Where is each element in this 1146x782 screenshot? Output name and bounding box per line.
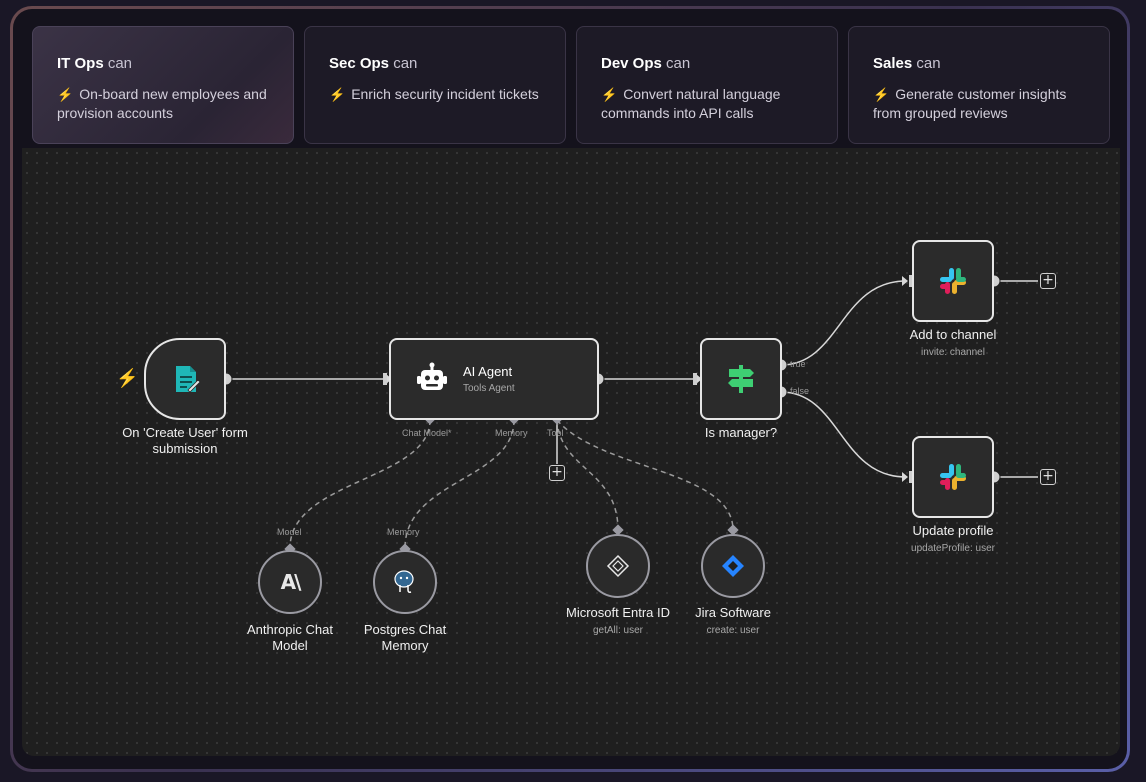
entra-node[interactable] [586, 534, 650, 598]
trigger-node[interactable] [144, 338, 226, 420]
tab-team: Sec Ops [329, 55, 390, 72]
robot-icon [417, 362, 447, 390]
port-label-chat-model: Chat Model* [402, 428, 452, 438]
bolt-icon: ⚡ [329, 87, 346, 102]
false-label: false [790, 386, 810, 396]
add-to-channel-label: Add to channel [909, 327, 997, 342]
add-to-channel-sub: invite: channel [921, 347, 985, 358]
port-label-memory-sub: Memory [387, 527, 420, 537]
bolt-icon: ⚡ [57, 87, 74, 102]
agent-subtitle: Tools Agent [463, 383, 515, 394]
anthropic-label: Anthropic Chat Model [247, 622, 333, 653]
tab-can: can [916, 55, 941, 72]
postgres-node[interactable] [373, 550, 437, 614]
form-icon [176, 366, 201, 393]
anthropic-icon: A\ [280, 570, 302, 594]
tab-description: Convert natural language commands into A… [601, 86, 781, 121]
tab-can: can [666, 55, 691, 72]
tab-dev-ops[interactable]: Dev Ops can ⚡Convert natural language co… [576, 26, 838, 144]
update-profile-sub: updateProfile: user [911, 543, 995, 554]
entra-sub: getAll: user [592, 625, 644, 636]
is-manager-node[interactable] [700, 338, 782, 420]
jira-node[interactable] [701, 534, 765, 598]
jira-label: Jira Software [695, 605, 771, 620]
tab-team: IT Ops [57, 55, 104, 72]
agent-title: AI Agent [463, 364, 513, 379]
tab-can: can [107, 55, 133, 72]
entra-icon [606, 554, 630, 578]
tab-description: Generate customer insights from grouped … [873, 86, 1067, 121]
ai-agent-node[interactable]: AI Agent Tools Agent [389, 338, 599, 420]
tab-team: Sales [873, 55, 913, 72]
tab-sales[interactable]: Sales can ⚡Generate customer insights fr… [848, 26, 1110, 144]
trigger-label: On 'Create User' form submission [122, 425, 248, 456]
tab-team: Dev Ops [601, 55, 662, 72]
port-label-model: Model [277, 527, 302, 537]
jira-sub: create: user [706, 625, 760, 636]
port-label-memory: Memory [495, 428, 528, 438]
jira-icon [722, 555, 744, 577]
trigger-bolt-icon: ⚡ [116, 368, 139, 388]
is-manager-label: Is manager? [704, 425, 778, 440]
tab-sec-ops[interactable]: Sec Ops can ⚡ Enrich security incident ti… [304, 26, 566, 144]
add-node-button[interactable]: + [1040, 469, 1056, 485]
postgres-label: Postgres Chat Memory [363, 622, 447, 653]
update-profile-label: Update profile [912, 523, 994, 538]
slack-icon [940, 464, 966, 490]
tab-description: Enrich security incident tickets [351, 86, 539, 102]
update-profile-node[interactable] [912, 436, 994, 518]
add-tool-button[interactable]: + [549, 465, 565, 481]
slack-icon [940, 268, 966, 294]
tab-description: On-board new employees and provision acc… [57, 86, 267, 121]
postgres-icon [394, 570, 414, 593]
true-label: true [790, 359, 806, 369]
add-node-button[interactable]: + [1040, 273, 1056, 289]
tab-can: can [393, 55, 418, 72]
use-case-tabs: IT Ops can ⚡On-board new employees and p… [20, 20, 1112, 146]
port-label-tool: Tool [547, 428, 564, 438]
bolt-icon: ⚡ [601, 87, 618, 102]
anthropic-node[interactable]: A\ [258, 550, 322, 614]
entra-label: Microsoft Entra ID [565, 605, 671, 620]
bolt-icon: ⚡ [873, 87, 890, 102]
signpost-icon [728, 365, 754, 393]
tab-it-ops[interactable]: IT Ops can ⚡On-board new employees and p… [32, 26, 294, 144]
add-to-channel-node[interactable] [912, 240, 994, 322]
